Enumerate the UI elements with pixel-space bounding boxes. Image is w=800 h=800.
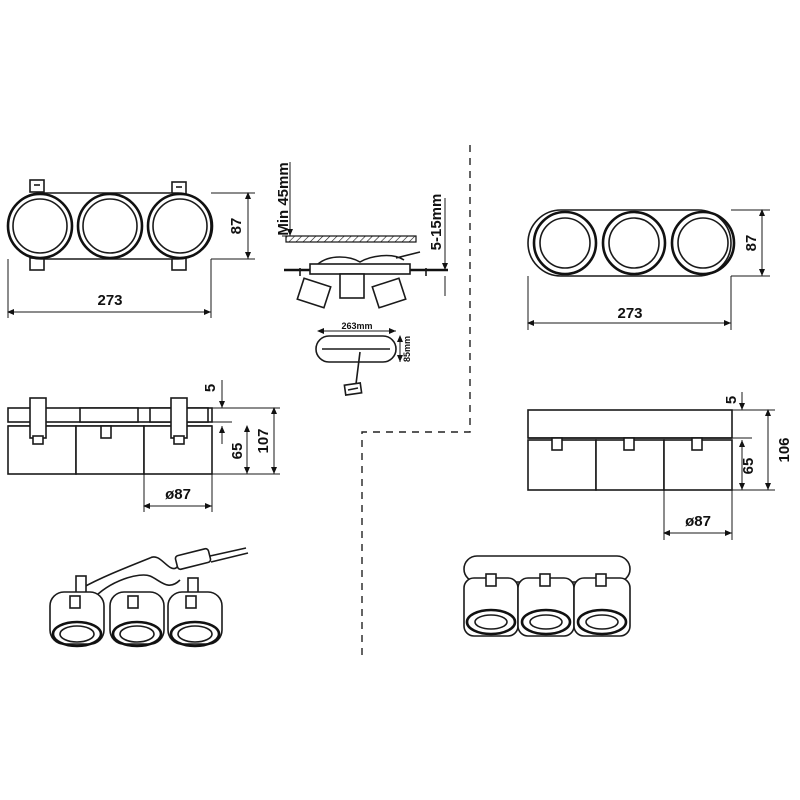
surface-top-height-label: 87: [743, 235, 760, 252]
ceiling-min-depth-label: Min 45mm: [275, 162, 292, 235]
surface-lamp-2: [601, 210, 667, 276]
surface-top-width-label: 273: [617, 305, 642, 322]
recessed-top-width-label: 273: [97, 292, 122, 309]
surface-side-height-label: 106: [776, 437, 793, 462]
surface-perspective: [463, 555, 631, 637]
ceiling-thickness-label: 5-15mm: [428, 194, 445, 251]
lamp-3: [146, 192, 214, 260]
recessed-side-view: 5 65 107 ø87: [7, 380, 280, 512]
cutout-length-label: 263mm: [341, 321, 372, 331]
recessed-perspective-head-3: [167, 591, 223, 648]
surface-side-diameter-label: ø87: [685, 513, 711, 530]
recessed-side-body-label: 65: [229, 443, 246, 460]
surface-side-body-label: 65: [740, 458, 757, 475]
surface-side-top-label: 5: [723, 396, 740, 404]
recessed-top-view: 273 87: [6, 179, 255, 318]
cutout-detail: 263mm 85mm: [315, 321, 412, 396]
cutout-width-label: 85mm: [402, 336, 412, 362]
recessed-side-height-label: 107: [255, 428, 272, 453]
recessed-side-diameter-label: ø87: [165, 486, 191, 503]
recessed-top-height-label: 87: [228, 218, 245, 235]
view-divider: [361, 145, 471, 660]
recessed-side-top-label: 5: [202, 384, 219, 392]
surface-top-view: 273 87: [527, 209, 770, 330]
lamp-2: [76, 192, 144, 260]
recessed-perspective: [49, 547, 249, 648]
recessed-perspective-head-2: [109, 591, 165, 648]
surface-lamp-3: [670, 210, 736, 276]
lamp-1: [6, 192, 74, 260]
recessed-perspective-head-1: [49, 591, 105, 648]
surface-side-view: 5 65 106 ø87: [527, 392, 793, 540]
installation-detail: Min 45mm 5-15mm: [275, 162, 448, 309]
surface-lamp-1: [532, 210, 598, 276]
